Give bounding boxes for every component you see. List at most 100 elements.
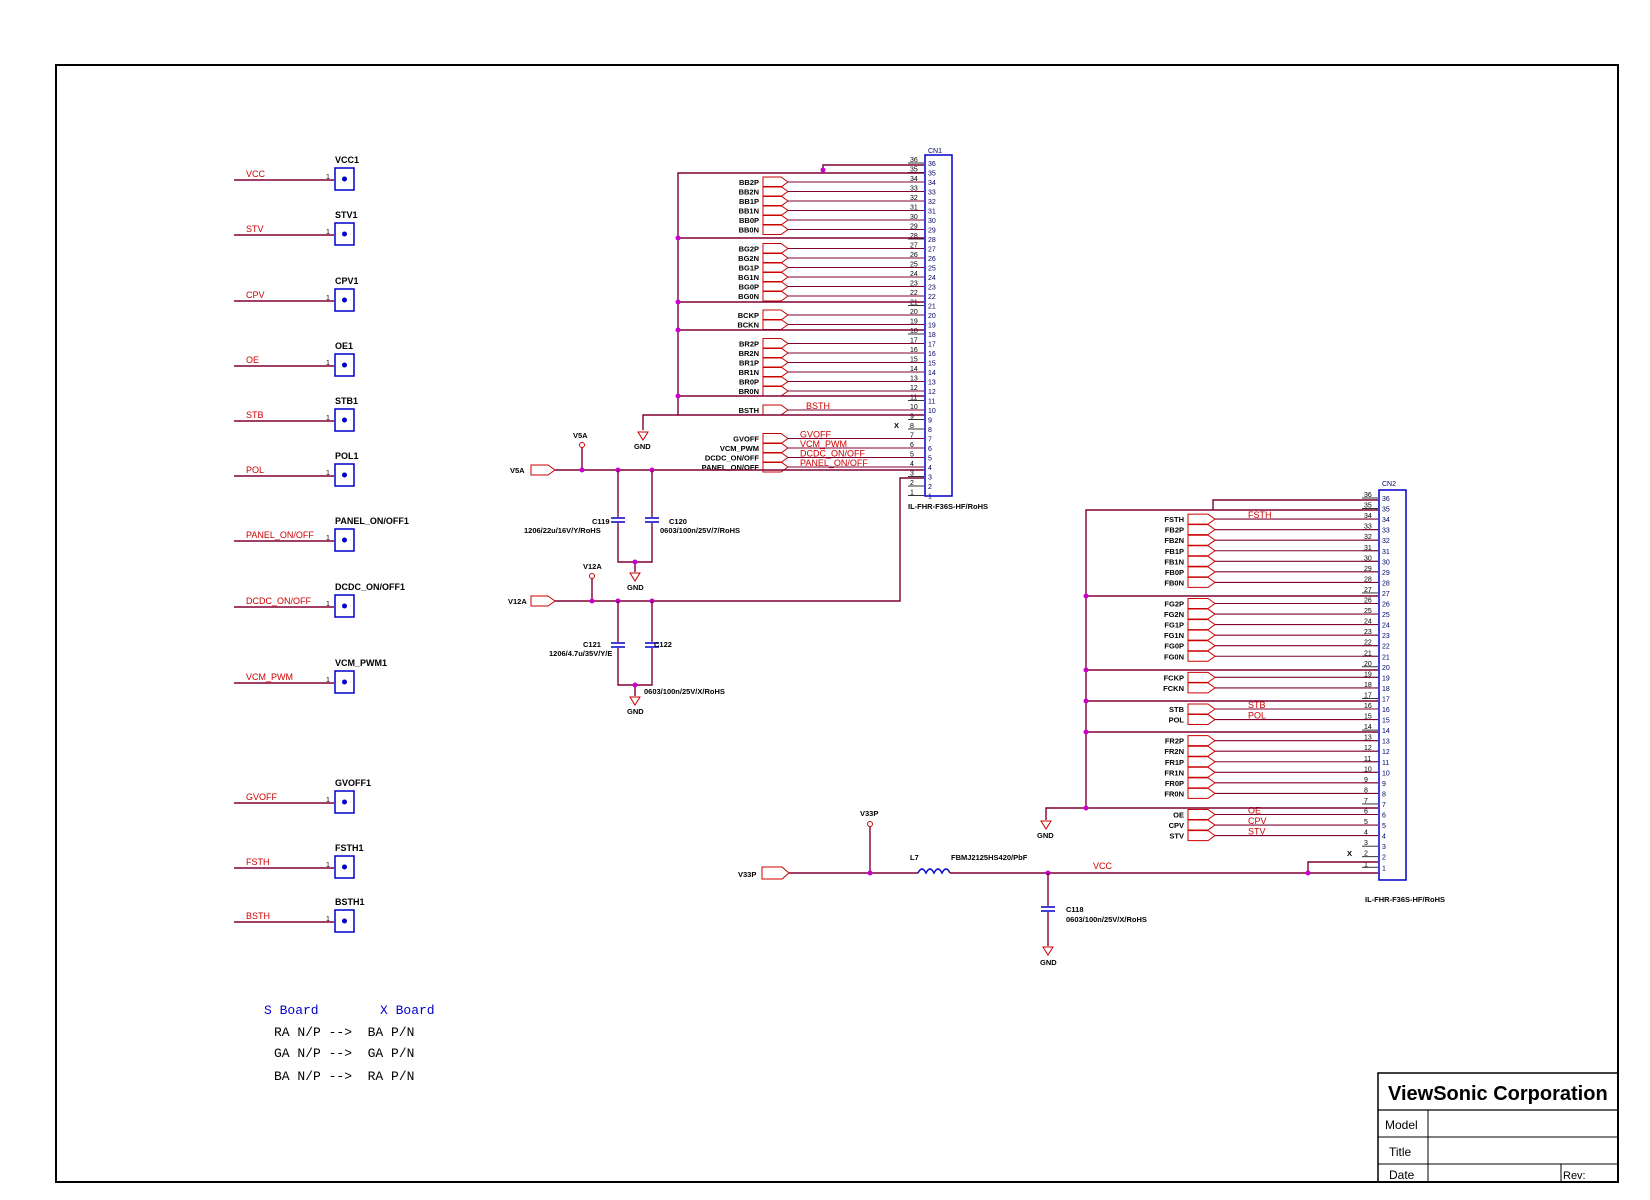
- pin-number-left: 15: [1364, 714, 1372, 721]
- pin-number-left: 5: [1364, 819, 1368, 826]
- pin-number-left: 1: [1364, 861, 1368, 868]
- pin-number-left: 27: [910, 243, 918, 250]
- pin-number-right: 35: [928, 171, 936, 178]
- pin-number-left: 12: [1364, 745, 1372, 752]
- pin-number-left: 15: [910, 357, 918, 364]
- pin-number-left: 34: [1364, 513, 1372, 520]
- signal-port-label: BG0P: [739, 283, 759, 292]
- test-point-net-label: VCC: [246, 169, 266, 179]
- signal-port: FR2N: [1164, 745, 1216, 757]
- signal-port: FB1P: [1165, 545, 1216, 557]
- test-point-net-label: STV: [246, 224, 264, 234]
- model-label: Model: [1385, 1118, 1418, 1132]
- pin-number-right: 22: [1382, 644, 1390, 651]
- board-note-row: GA N/P --> GA P/N: [274, 1046, 414, 1061]
- signal-port: BG2P: [739, 243, 789, 254]
- cn1-signals: BB2PBB2NBB1PBB1NBB0PBB0NBG2PBG2NBG1PBG1N…: [702, 176, 924, 473]
- pin-number-left: 28: [1364, 576, 1372, 583]
- signal-port: BG1P: [739, 262, 789, 273]
- pin-number-right: 19: [928, 323, 936, 330]
- cn1-net-label: GVOFF: [800, 430, 832, 440]
- signal-port: BR1P: [739, 357, 789, 368]
- signal-port: BCKP: [738, 309, 789, 321]
- signal-port-label: BB2P: [739, 178, 759, 187]
- cn2-signals: FSTHFB2PFB2NFB1PFB1NFB0PFB0NFG2PFG2NFG1P…: [1163, 510, 1378, 842]
- pin-number-right: 1: [1382, 865, 1386, 872]
- cn2-net-label: STB: [1248, 700, 1266, 710]
- pin-number-right: 36: [928, 161, 936, 168]
- pin-number-right: 11: [928, 399, 935, 406]
- signal-port-label: POL: [1169, 716, 1185, 725]
- pin-number-left: 14: [910, 366, 918, 373]
- signal-port: BB2P: [739, 176, 789, 188]
- v5a-flag: V5A: [573, 431, 588, 440]
- c119-value: 1206/22u/16V/Y/RoHS: [524, 526, 601, 535]
- company-name: ViewSonic Corporation: [1388, 1083, 1608, 1105]
- signal-port-label: FG2N: [1164, 610, 1184, 619]
- test-point-net-label: VCM_PWM: [246, 672, 293, 682]
- pin-number-left: 13: [1364, 735, 1372, 742]
- connector-cn2: CN2 IL-FHR-F36S-HF/RoHS 3636353534343333…: [1163, 481, 1445, 904]
- pin-number-right: 5: [928, 456, 932, 463]
- c120-value: 0603/100n/25V/7/RoHS: [660, 526, 740, 535]
- cn2-net-label: FSTH: [1248, 510, 1272, 520]
- pin-number-left: 1: [910, 490, 914, 497]
- signal-port-label: BR0P: [739, 378, 759, 387]
- signal-port: BB1P: [739, 195, 789, 207]
- v33p-rail: V33P V33P L7 FBMJ2125HS420/PbF VCC GND C…: [738, 809, 1378, 967]
- gnd-label: GND: [627, 583, 644, 592]
- signal-port-label: FR2N: [1164, 747, 1184, 756]
- signal-port-label: FR2P: [1165, 737, 1184, 746]
- cn1-net-label: PANEL_ON/OFF: [800, 458, 868, 468]
- signal-port: BB0N: [739, 224, 789, 235]
- test-point-net-label: FSTH: [246, 857, 270, 867]
- pin-number-right: 35: [1382, 507, 1390, 514]
- pin-number-left: 36: [1364, 492, 1372, 499]
- cn1-ground-bus: GND X: [634, 164, 924, 451]
- pin-number-right: 21: [1382, 654, 1390, 661]
- signal-port: BG2N: [738, 252, 789, 264]
- cn2-net-label: STV: [1248, 827, 1266, 837]
- pin-number-right: 24: [1382, 623, 1390, 630]
- pin-number-left: 34: [910, 176, 918, 183]
- no-connect-mark: X: [894, 421, 899, 430]
- pin-number-right: 8: [1382, 791, 1386, 798]
- pin-number-right: 11: [1382, 760, 1389, 767]
- signal-port: POL: [1169, 714, 1216, 726]
- pin-number-left: 17: [910, 338, 918, 345]
- test-point-ref: STB1: [335, 396, 358, 406]
- signal-port-label: FB2P: [1165, 526, 1184, 535]
- pin-number-right: 9: [928, 418, 932, 425]
- pin-number-right: 18: [1382, 686, 1390, 693]
- c121-ref: C121: [583, 640, 601, 649]
- gnd-label: GND: [627, 707, 644, 716]
- test-point-ref: OE1: [335, 341, 353, 351]
- connector-cn1: CN1 IL-FHR-F36S-HF/RoHS 3636353534343333…: [702, 148, 988, 511]
- connector-pin: 33: [1362, 840, 1386, 851]
- pin-number-left: 2: [1364, 851, 1368, 858]
- c122-ref: C122: [654, 640, 672, 649]
- signal-port-label: BSTH: [739, 406, 759, 415]
- pin-number-left: 36: [910, 157, 918, 164]
- signal-port: BR0N: [739, 385, 789, 397]
- signal-port-label: BB1N: [739, 207, 759, 216]
- signal-port-label: FG2P: [1164, 600, 1184, 609]
- signal-port-label: CPV: [1169, 821, 1184, 830]
- pin-number: 1: [326, 916, 330, 923]
- signal-port: BB1N: [739, 205, 789, 216]
- signal-port: BG0N: [738, 290, 789, 302]
- pin-number-right: 16: [928, 351, 936, 358]
- pin-number-left: 24: [1364, 619, 1372, 626]
- pin-number-left: 2: [910, 480, 914, 487]
- test-point-ref: PANEL_ON/OFF1: [335, 516, 409, 526]
- signal-port: FG0N: [1164, 650, 1216, 662]
- pin-number-left: 20: [1364, 661, 1372, 668]
- pin-number-left: 10: [1364, 766, 1372, 773]
